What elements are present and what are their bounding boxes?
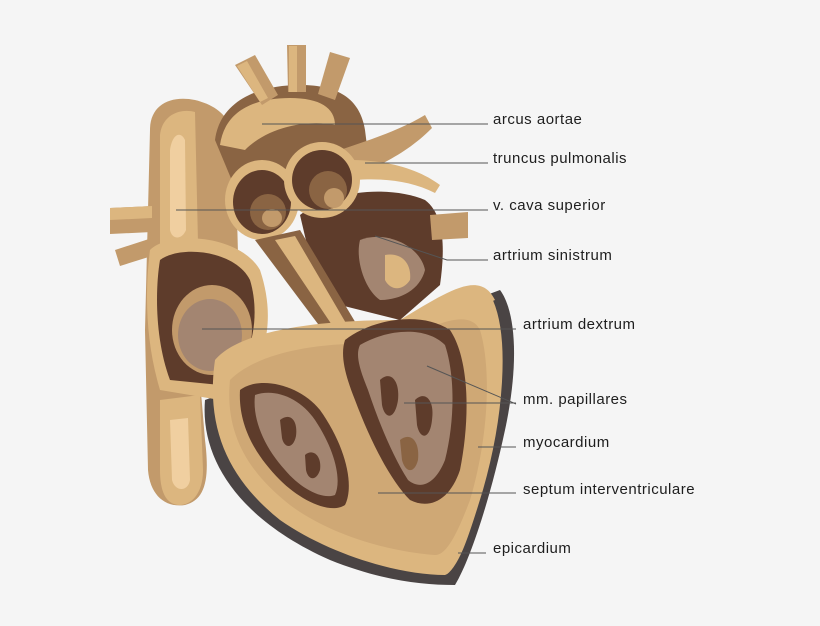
aorta-lumen-core: [262, 209, 282, 227]
label-septum-interventriculare: septum interventriculare: [523, 481, 696, 498]
heart-illustration: [110, 45, 515, 585]
label-mm-papillares: mm. papillares: [523, 391, 628, 408]
septum-upper-light: [275, 236, 350, 334]
papillary-muscle-2: [415, 396, 433, 436]
label-artrium-sinistrum: artrium sinistrum: [493, 247, 613, 264]
label-truncus-pulmonalis: truncus pulmonalis: [493, 150, 628, 167]
papillary-muscle-3: [400, 436, 419, 471]
leader-artrium-sinistrum: [374, 235, 488, 261]
epicardium-edge: [443, 299, 507, 580]
leader-lines: [176, 123, 517, 554]
leader-mm-papillares-1: [426, 365, 517, 405]
aorta-branch-3: [318, 52, 350, 100]
label-epicardium: epicardium: [493, 540, 572, 557]
label-myocardium: myocardium: [523, 434, 610, 451]
rv-trabecula-2: [305, 452, 321, 479]
left-branch-lower: [115, 238, 155, 266]
pulmonary-lumen-core: [324, 188, 344, 208]
rv-trabecula-1: [280, 416, 297, 446]
vena-cava-pale: [170, 134, 186, 238]
papillary-muscle-1: [380, 376, 399, 416]
aorta-branch-2-light: [289, 46, 297, 92]
left-branch-upper-light: [110, 206, 152, 220]
label-arcus-aortae: arcus aortae: [493, 111, 583, 128]
right-branch: [430, 212, 468, 240]
label-v-cava-superior: v. cava superior: [493, 197, 606, 214]
left-ventricle-inner: [357, 331, 453, 485]
vena-cava-inferior-pale: [170, 418, 190, 489]
left-atrium-core: [385, 254, 411, 289]
pulmonary-branch-lower: [350, 160, 440, 193]
aorta-branch-1-light: [237, 61, 268, 102]
label-artrium-dextrum: artrium dextrum: [523, 316, 636, 333]
pulmonary-branch: [340, 115, 432, 175]
